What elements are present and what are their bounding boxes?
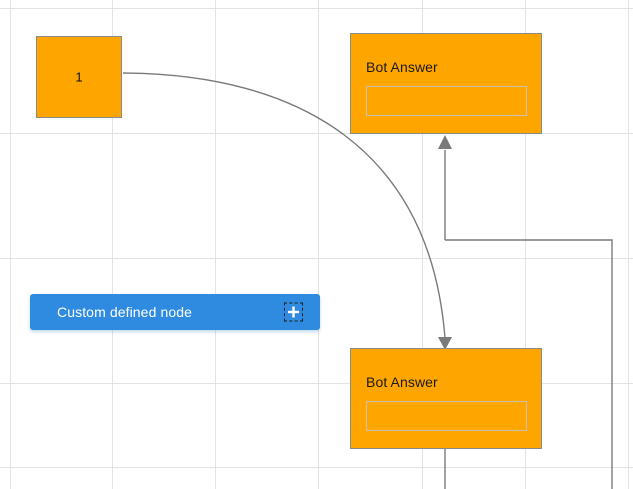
- bot-answer-title: Bot Answer: [366, 374, 438, 390]
- node-1[interactable]: 1: [36, 36, 122, 118]
- bot-answer-slot[interactable]: [366, 86, 527, 116]
- bot-answer-title: Bot Answer: [366, 59, 438, 75]
- custom-defined-node-bar[interactable]: Custom defined node: [30, 294, 320, 330]
- connector-orthogonal[interactable]: [438, 135, 613, 489]
- bot-answer-node-bottom[interactable]: Bot Answer: [350, 348, 542, 449]
- bot-answer-node-top[interactable]: Bot Answer: [350, 33, 542, 134]
- plus-icon[interactable]: [284, 302, 303, 322]
- node-1-label: 1: [75, 69, 83, 85]
- connector-curved[interactable]: [122, 72, 452, 350]
- custom-defined-node-label: Custom defined node: [57, 304, 192, 320]
- bot-answer-slot[interactable]: [366, 401, 527, 431]
